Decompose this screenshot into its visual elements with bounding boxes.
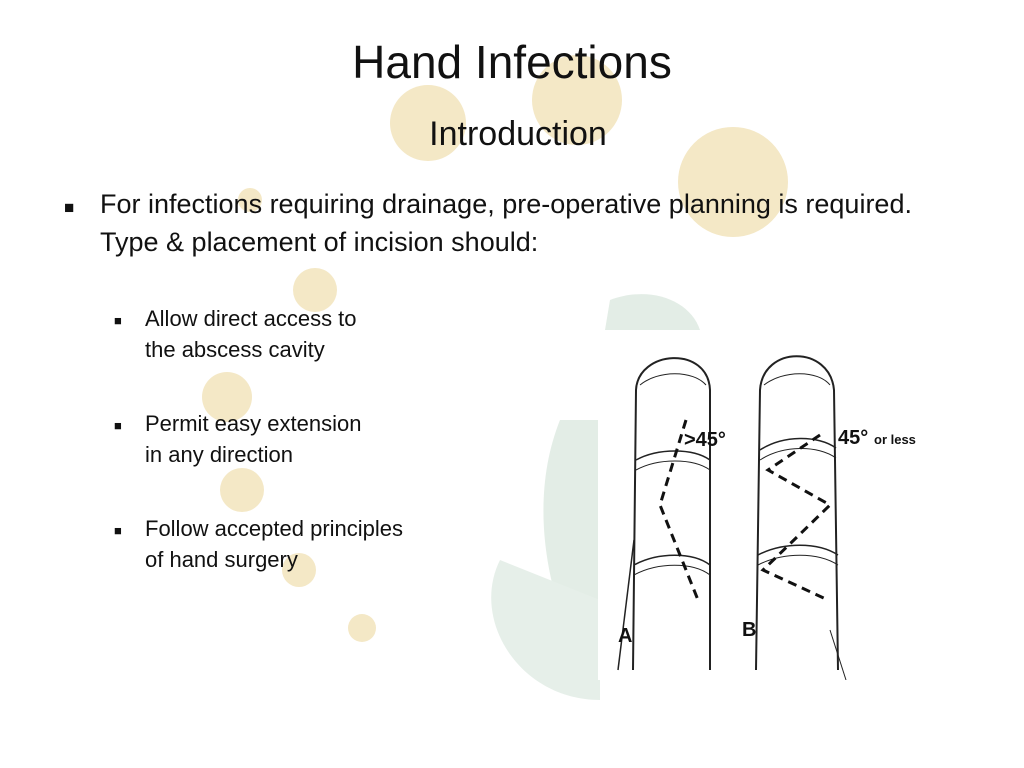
slide-title: Hand Infections [352,36,672,88]
sub-bullet-text: Allow direct access to the abscess cavit… [145,306,357,362]
finger-b-drawing [755,355,847,680]
angle-label-b: 45° [838,427,868,449]
main-bullet-text: For infections requiring drainage, pre-o… [100,189,912,257]
square-bullet-icon: ■ [64,198,75,217]
sub-bullet-text: Permit easy extension in any direction [145,411,362,467]
angle-label-b-suffix: or less [874,432,916,447]
label-b: B [742,619,756,641]
sub-bullet-text: Follow accepted principles of hand surge… [145,516,404,572]
sub-bullet-2: ■ Permit easy extension in any direction [114,408,474,470]
square-bullet-icon: ■ [114,523,122,538]
square-bullet-icon: ■ [114,313,122,328]
finger-incision-diagram: A B >45° 45° or less [598,330,920,680]
square-bullet-icon: ■ [114,418,122,433]
finger-a-incision [658,419,700,601]
label-a: A [618,625,632,647]
slide-subtitle: Introduction [429,115,607,153]
finger-a-drawing [617,357,711,671]
main-bullet: ■ For infections requiring drainage, pre… [64,185,954,261]
sub-bullet-3: ■ Follow accepted principles of hand sur… [114,513,474,575]
sub-bullet-1: ■ Allow direct access to the abscess cav… [114,303,474,365]
angle-label-a: >45° [684,429,726,451]
decor-circles [202,55,788,642]
